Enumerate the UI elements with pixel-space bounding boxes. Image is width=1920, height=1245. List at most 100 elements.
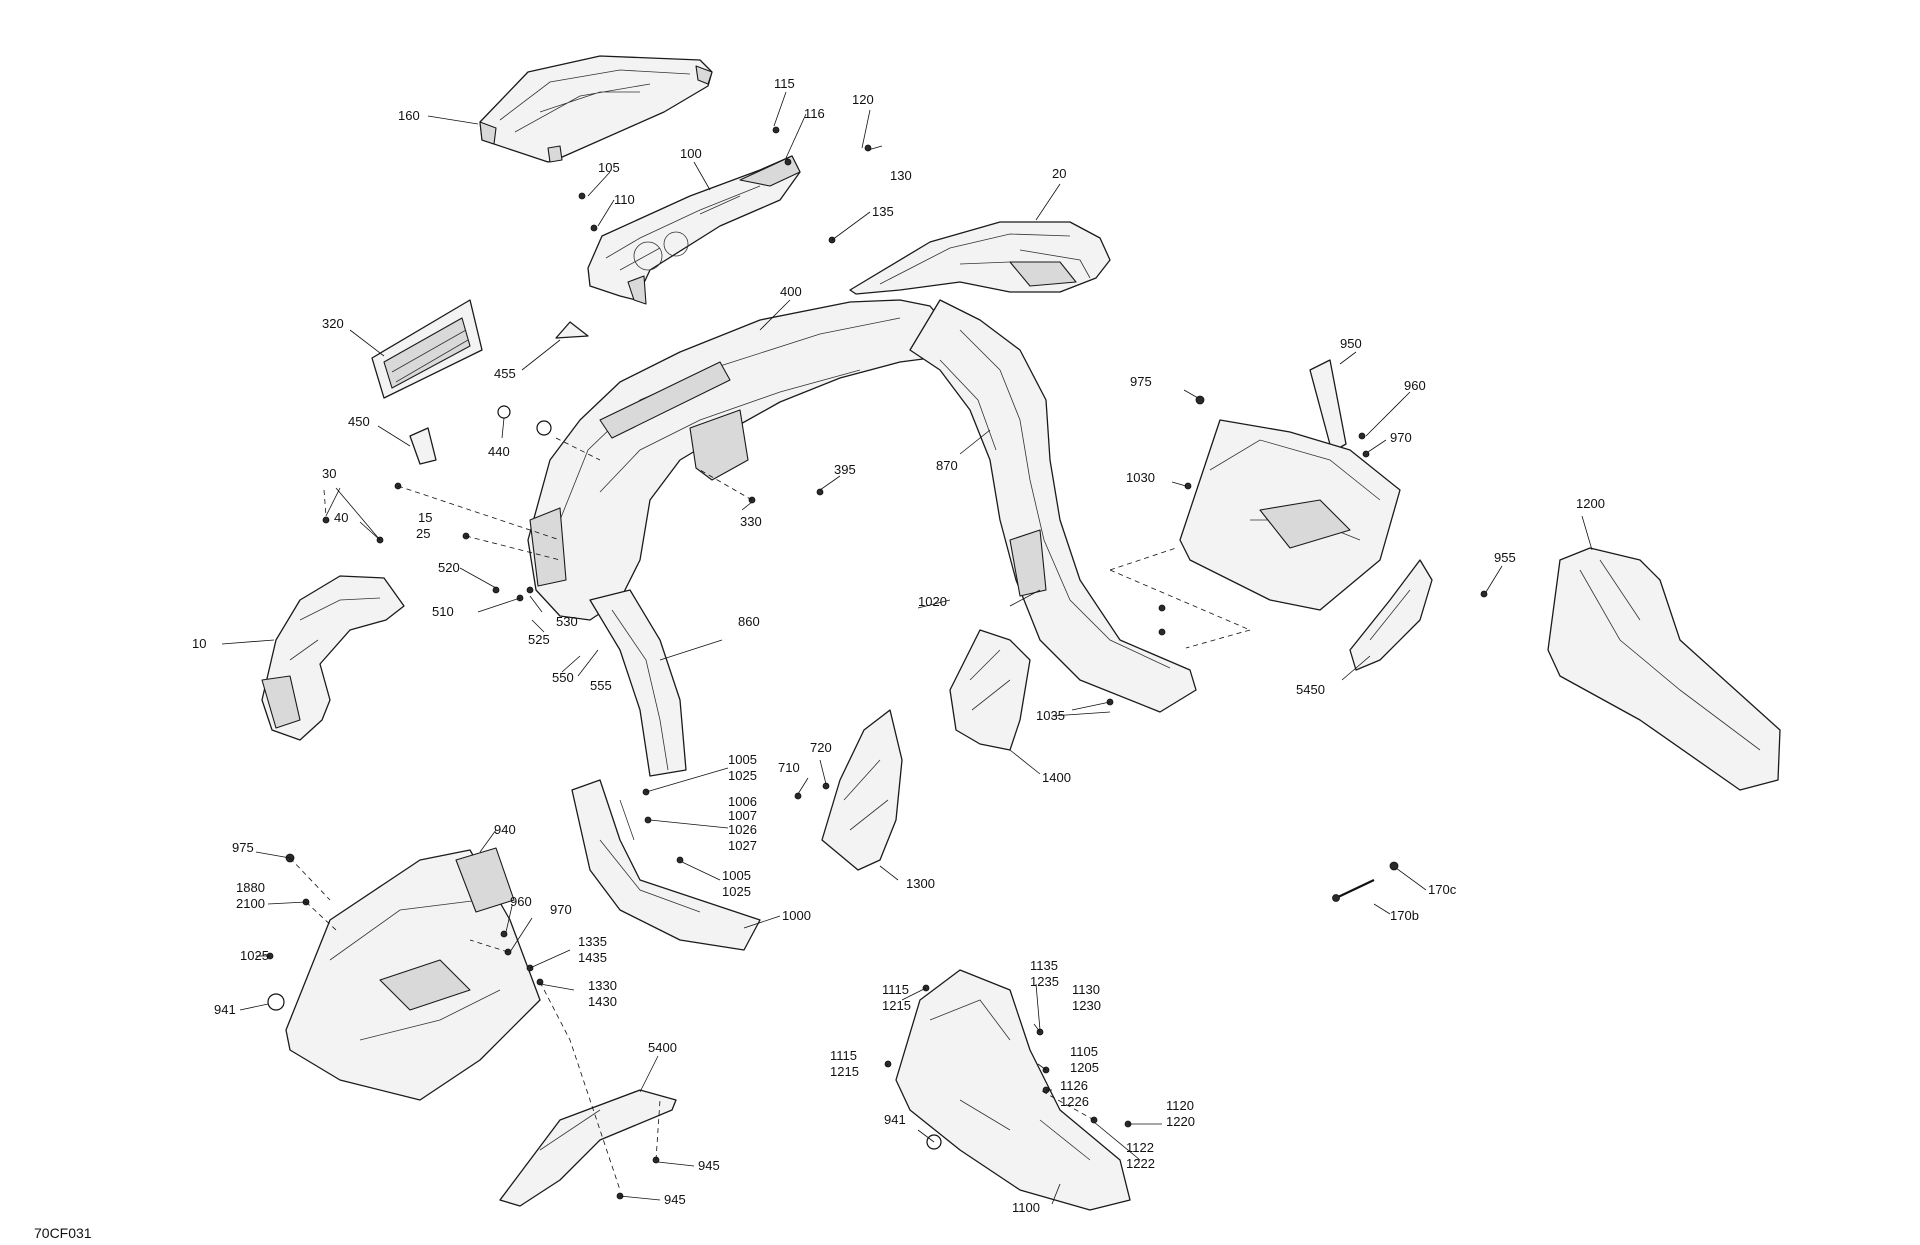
part-1300-panel xyxy=(821,709,903,871)
callout-1126: 1126 xyxy=(1060,1078,1088,1093)
callout-1120: 1120 xyxy=(1166,1098,1194,1113)
callout-1122: 1122 xyxy=(1126,1140,1154,1155)
callout-945-lower: 945 xyxy=(664,1192,686,1207)
part-1400-panel xyxy=(949,629,1031,751)
callout-1005-upper: 1005 xyxy=(728,752,757,767)
callout-labels: 160 115 116 120 130 100 105 110 135 20 4… xyxy=(192,76,1605,1215)
part-940-storage-bin xyxy=(285,847,541,1101)
part-10-front-fascia xyxy=(261,575,405,741)
callout-1100: 1100 xyxy=(1012,1200,1040,1215)
part-455-trim xyxy=(555,321,589,339)
callout-116: 116 xyxy=(804,106,825,121)
callout-450: 450 xyxy=(348,414,370,429)
callout-955: 955 xyxy=(1494,550,1516,565)
callout-1115-lower: 1115 xyxy=(830,1048,857,1063)
callout-5450: 5450 xyxy=(1296,682,1325,697)
callout-395: 395 xyxy=(834,462,856,477)
callout-110: 110 xyxy=(614,192,635,207)
callout-2100: 2100 xyxy=(236,896,265,911)
part-20-side-panel xyxy=(849,221,1111,295)
callout-555: 555 xyxy=(590,678,612,693)
callout-530: 530 xyxy=(556,614,578,629)
callout-1007: 1007 xyxy=(728,808,757,823)
callout-950: 950 xyxy=(1340,336,1362,351)
part-5450-bracket xyxy=(1349,559,1433,671)
part-5400-bracket xyxy=(499,1089,677,1207)
callout-960-left: 960 xyxy=(510,894,532,909)
callout-1235: 1235 xyxy=(1030,974,1059,989)
callout-710: 710 xyxy=(778,760,800,775)
callout-1030: 1030 xyxy=(1126,470,1155,485)
part-1030-storage-bin xyxy=(1179,419,1401,611)
callout-970-left: 970 xyxy=(550,902,572,917)
part-170b-bolt xyxy=(1332,879,1375,902)
callout-1020: 1020 xyxy=(918,594,947,609)
callout-1220: 1220 xyxy=(1166,1114,1195,1129)
leader-lines xyxy=(221,91,1593,1205)
callout-975-right: 975 xyxy=(1130,374,1152,389)
callout-30: 30 xyxy=(322,466,336,481)
callout-115: 115 xyxy=(774,76,795,91)
part-100-dash-panel xyxy=(587,155,801,305)
callout-1226: 1226 xyxy=(1060,1094,1089,1109)
part-860-frame-leg xyxy=(589,589,687,777)
callout-1006: 1006 xyxy=(728,794,757,809)
callout-120: 120 xyxy=(852,92,874,107)
callout-15: 15 xyxy=(418,510,432,525)
callout-1215-lower: 1215 xyxy=(830,1064,859,1079)
callout-1300: 1300 xyxy=(906,876,935,891)
callout-320: 320 xyxy=(322,316,344,331)
figure-reference: 70CF031 xyxy=(34,1225,92,1241)
part-870-right-frame xyxy=(909,299,1197,713)
part-950-door-plate xyxy=(1309,359,1347,453)
callout-720: 720 xyxy=(810,740,832,755)
callout-160: 160 xyxy=(398,108,420,123)
callout-1205: 1205 xyxy=(1070,1060,1099,1075)
callout-1435: 1435 xyxy=(578,950,607,965)
callout-1025-lower: 1025 xyxy=(722,884,751,899)
callout-940: 940 xyxy=(494,822,516,837)
callout-1335: 1335 xyxy=(578,934,607,949)
callout-130: 130 xyxy=(890,168,912,183)
callout-1027: 1027 xyxy=(728,838,757,853)
part-450-trim xyxy=(409,427,437,465)
callout-105: 105 xyxy=(598,160,620,175)
callout-20: 20 xyxy=(1052,166,1066,181)
callout-1130: 1130 xyxy=(1072,982,1100,997)
callout-1200: 1200 xyxy=(1576,496,1605,511)
callout-1035: 1035 xyxy=(1036,708,1065,723)
callout-100: 100 xyxy=(680,146,702,161)
callout-25: 25 xyxy=(416,526,430,541)
callout-1430: 1430 xyxy=(588,994,617,1009)
callout-1400: 1400 xyxy=(1042,770,1071,785)
part-400-main-frame xyxy=(527,299,951,621)
callout-510: 510 xyxy=(432,604,454,619)
part-1100-right-sill xyxy=(895,969,1131,1211)
assembly-lines xyxy=(289,437,1251,1191)
callout-870: 870 xyxy=(936,458,958,473)
callout-1025-left: 1025 xyxy=(240,948,269,963)
callout-1330: 1330 xyxy=(588,978,617,993)
callout-550: 550 xyxy=(552,670,574,685)
callout-525: 525 xyxy=(528,632,550,647)
callout-860: 860 xyxy=(738,614,760,629)
callout-5400: 5400 xyxy=(648,1040,677,1055)
callout-1105: 1105 xyxy=(1070,1044,1098,1059)
callout-1000: 1000 xyxy=(782,908,811,923)
callout-941-right: 941 xyxy=(884,1112,906,1127)
callout-455: 455 xyxy=(494,366,516,381)
part-160-top-cover xyxy=(479,55,713,163)
part-320-grille xyxy=(371,299,483,399)
callout-10: 10 xyxy=(192,636,206,651)
callout-945-upper: 945 xyxy=(698,1158,720,1173)
callout-960-right: 960 xyxy=(1404,378,1426,393)
callout-1026: 1026 xyxy=(728,822,757,837)
callout-975-left: 975 xyxy=(232,840,254,855)
callout-400: 400 xyxy=(780,284,802,299)
callout-1222: 1222 xyxy=(1126,1156,1155,1171)
callout-1880: 1880 xyxy=(236,880,265,895)
callout-135: 135 xyxy=(872,204,894,219)
callout-1115-upper: 1115 xyxy=(882,982,909,997)
callout-941-left: 941 xyxy=(214,1002,236,1017)
